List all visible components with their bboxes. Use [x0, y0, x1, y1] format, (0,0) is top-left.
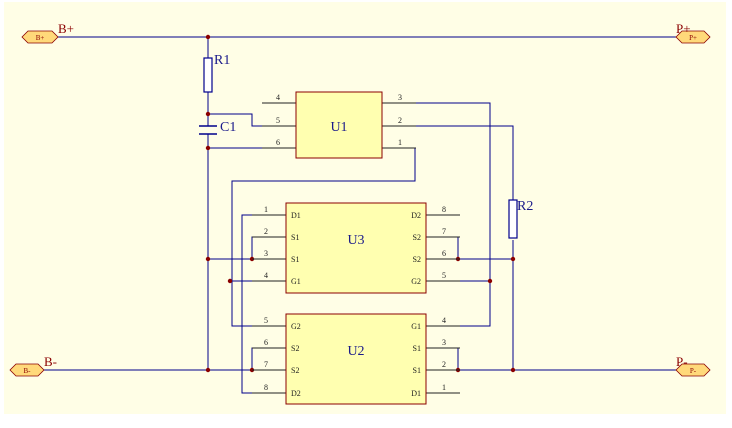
port-bminus[interactable]: B-	[9, 363, 45, 377]
port-bplus-text: B+	[36, 34, 45, 42]
u2-pin-name: D2	[291, 389, 301, 398]
port-pminus-text: P-	[690, 367, 697, 375]
ic-u3[interactable]: 1 2 3 4 8 7 6 5 D1 S1 S1 G1 D2 S2 S2 G2	[252, 202, 460, 294]
u3-pin-name: G1	[291, 277, 301, 286]
u2-pin-num: 2	[442, 360, 446, 369]
u3-pin-num: 3	[264, 249, 268, 258]
junction-dot	[205, 256, 211, 262]
resistor-r1[interactable]	[203, 57, 213, 93]
junction-dot	[227, 278, 233, 284]
junction-dot	[510, 256, 516, 262]
resistor-r2[interactable]	[508, 199, 518, 239]
u2-pin-num: 8	[264, 383, 268, 392]
u3-pin-name: S1	[291, 255, 299, 264]
u2-pin-num: 6	[264, 338, 268, 347]
r2-ref-label: R2	[517, 199, 533, 214]
u3-pin-num: 6	[442, 249, 446, 258]
u2-ref-label: U2	[347, 344, 364, 359]
u2-pin-num: 7	[264, 360, 268, 369]
junction-dot	[510, 367, 516, 373]
u3-pin-name: D1	[291, 211, 301, 220]
u3-pin-num: 7	[442, 227, 446, 236]
ic-u2[interactable]: 5 6 7 8 4 3 2 1 G2 S2 S2 D2 G1 S1 S1 D1	[252, 313, 460, 405]
u3-pin-num: 8	[442, 205, 446, 214]
port-pminus[interactable]: P-	[675, 363, 711, 377]
capacitor-c1[interactable]	[199, 125, 217, 135]
u3-pin-num: 4	[264, 271, 268, 280]
u2-pin-name: G1	[411, 322, 421, 331]
u1-pin-num: 2	[398, 116, 402, 125]
port-bminus-text: B-	[24, 367, 32, 375]
port-pplus-text: P+	[689, 34, 697, 42]
u2-pin-name: S2	[291, 344, 299, 353]
u2-pin-name: S2	[291, 366, 299, 375]
u1-pin-num: 3	[398, 93, 402, 102]
u3-pin-num: 2	[264, 227, 268, 236]
net-label-pplus: P+	[676, 21, 691, 36]
port-bplus[interactable]: B+	[21, 30, 59, 44]
u2-pin-name: S1	[413, 366, 421, 375]
u1-pin-num: 6	[276, 138, 280, 147]
u2-pin-num: 1	[442, 383, 446, 392]
u1-pin-num: 1	[398, 138, 402, 147]
u2-pin-num: 5	[264, 316, 268, 325]
wire-u1-pin2	[382, 125, 514, 200]
u3-pin-name: S2	[413, 255, 421, 264]
u1-pin-num: 4	[276, 93, 280, 102]
u3-ref-label: U3	[347, 233, 364, 248]
u1-ref-label: U1	[330, 120, 347, 135]
r1-ref-label: R1	[214, 53, 230, 68]
net-label-bminus: B-	[44, 354, 57, 369]
u3-pin-num: 5	[442, 271, 446, 280]
u3-pin-name: S1	[291, 233, 299, 242]
junction-dot	[205, 111, 211, 117]
u3-pin-name: D2	[411, 211, 421, 220]
u3-pin-name: S2	[413, 233, 421, 242]
u2-pin-num: 4	[442, 316, 446, 325]
net-label-pminus: P-	[676, 354, 688, 369]
port-pplus[interactable]: P+	[675, 30, 711, 44]
net-label-bplus: B+	[58, 21, 74, 36]
u2-pin-num: 3	[442, 338, 446, 347]
u1-pin-num: 5	[276, 116, 280, 125]
u2-pin-name: G2	[291, 322, 301, 331]
junction-dot	[487, 278, 493, 284]
c1-ref-label: C1	[220, 120, 236, 135]
junction-dot	[205, 34, 211, 40]
u3-pin-num: 1	[264, 205, 268, 214]
ic-u1[interactable]: 4 5 6 3 2 1	[262, 91, 416, 159]
u3-pin-name: G2	[411, 277, 421, 286]
junction-dot	[205, 145, 211, 151]
u2-pin-name: S1	[413, 344, 421, 353]
u2-pin-name: D1	[411, 389, 421, 398]
junctions	[205, 34, 516, 373]
junction-dot	[205, 367, 211, 373]
